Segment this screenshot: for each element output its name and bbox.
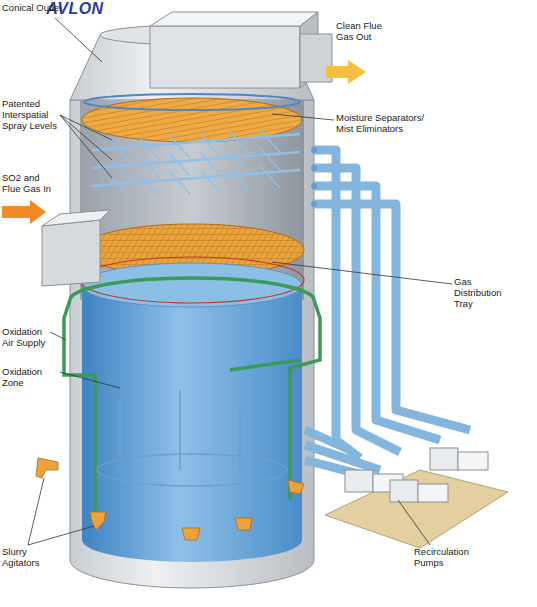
- outlet-duct: [150, 26, 300, 88]
- callout-label: Oxidation Zone: [2, 366, 58, 388]
- leader-line: [28, 478, 44, 545]
- pump-motor: [458, 452, 488, 470]
- recirculation-pipe: [312, 168, 400, 452]
- spray-laterals: [110, 148, 280, 180]
- air-ring: [70, 278, 314, 300]
- inlet-duct: [42, 220, 100, 286]
- leader-line: [55, 18, 102, 62]
- callout-label: Slurry Agitators: [2, 546, 52, 568]
- nozzle: [311, 183, 317, 189]
- callout-label: SO2 and Flue Gas In: [2, 172, 54, 194]
- oxidation-air-piping: [64, 278, 320, 520]
- leader-line: [60, 115, 112, 178]
- callout-label: Conical Outlet: [2, 2, 64, 13]
- leader-line: [398, 500, 430, 545]
- spray-laterals: [110, 166, 280, 198]
- callout-label: Patented Interspatial Spray Levels: [2, 98, 64, 132]
- pumps: [345, 448, 488, 502]
- callout-label: Recirculation Pumps: [414, 546, 484, 568]
- tower-shell: [70, 100, 314, 588]
- nozzle: [311, 201, 317, 207]
- spray-connections: [311, 147, 317, 207]
- pump-casing: [430, 448, 458, 470]
- pump-platform: [325, 470, 508, 548]
- spray-laterals: [110, 130, 280, 162]
- agitator: [36, 458, 58, 478]
- leader-lines: [28, 18, 452, 545]
- recirculation-piping: [305, 150, 470, 490]
- leader-line: [28, 526, 94, 545]
- flow-arrow: [326, 60, 366, 84]
- leader-line: [60, 115, 112, 140]
- callout-label: Gas Distribution Tray: [454, 276, 516, 310]
- slurry-agitators: [36, 458, 304, 540]
- inlet-duct-top: [42, 210, 110, 226]
- flow-arrow: [2, 200, 46, 224]
- slurry-body: [82, 285, 302, 562]
- pump-casing: [345, 470, 373, 492]
- spray-header: [92, 134, 300, 150]
- air-drop: [64, 300, 95, 520]
- agitator: [288, 480, 304, 494]
- air-drop: [290, 300, 320, 500]
- leader-line: [60, 372, 120, 388]
- leader-line: [60, 115, 112, 160]
- recirculation-pipe: [312, 186, 440, 440]
- nozzle: [311, 147, 317, 153]
- callout-label: Moisture Separators/ Mist Eliminators: [336, 112, 436, 134]
- leader-line: [272, 262, 452, 284]
- outlet-duct-top: [150, 12, 318, 26]
- internal-pipe: [120, 390, 240, 470]
- air-branch: [230, 360, 300, 370]
- slurry-surface: [82, 263, 302, 307]
- callout-label: Clean Flue Gas Out: [336, 20, 388, 42]
- agitator: [90, 512, 106, 530]
- pump-casing: [390, 480, 418, 502]
- sparger-ring: [97, 454, 287, 486]
- pump-motor: [418, 484, 448, 502]
- railing: [80, 257, 304, 303]
- callout-label: Oxidation Air Supply: [2, 326, 52, 348]
- spray-levels: [92, 130, 300, 198]
- leader-line: [272, 114, 334, 120]
- wash-header: [84, 94, 300, 110]
- nozzle: [311, 165, 317, 171]
- leader-line: [50, 332, 66, 340]
- agitator: [235, 518, 252, 530]
- recirculation-pipe: [312, 204, 470, 430]
- tank-internals: [97, 390, 287, 486]
- agitator: [182, 528, 200, 540]
